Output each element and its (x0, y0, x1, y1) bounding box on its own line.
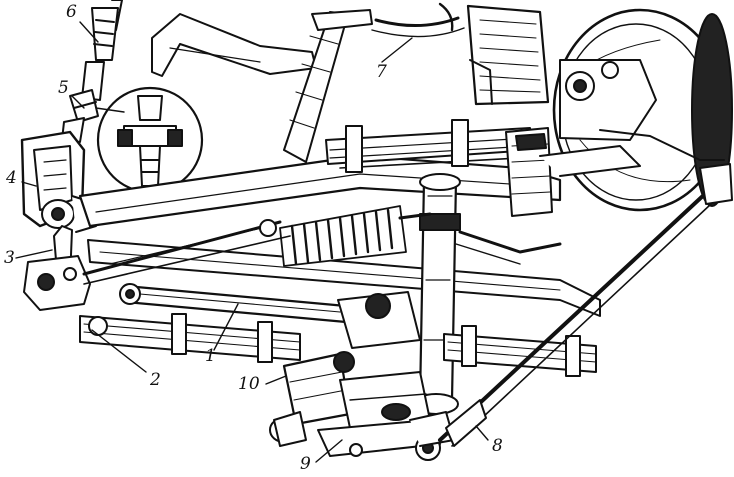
callout-9: 9 (300, 454, 311, 474)
callout-7: 7 (376, 62, 387, 82)
leaf-spring-lower (79, 313, 597, 377)
callout-3: 3 (4, 248, 15, 268)
callout-6: 6 (66, 2, 77, 22)
callout-8: 8 (492, 436, 503, 456)
callout-4: 4 (6, 168, 17, 188)
steering-knuckle (269, 291, 431, 447)
tie-rod (119, 283, 348, 324)
leaf-spring-upper (325, 119, 533, 173)
frame-upper-bracket (151, 9, 373, 163)
callout-2: 2 (150, 370, 161, 390)
frame-crossmember-bracket (466, 4, 550, 106)
steering-link-rods (82, 212, 562, 285)
callout-10: 10 (238, 374, 260, 394)
front-spring-hanger (23, 255, 91, 311)
rubber-bellows (279, 205, 407, 267)
shock-absorber-rear (505, 127, 641, 217)
stabilizer-bar (438, 163, 733, 447)
hydraulic-hose (371, 2, 465, 38)
lower-control-arm (317, 411, 455, 461)
leader-lines (15, 21, 489, 463)
universal-joint-detail-inset (95, 86, 204, 194)
callout-1: 1 (205, 346, 216, 366)
callout-5: 5 (58, 78, 69, 98)
